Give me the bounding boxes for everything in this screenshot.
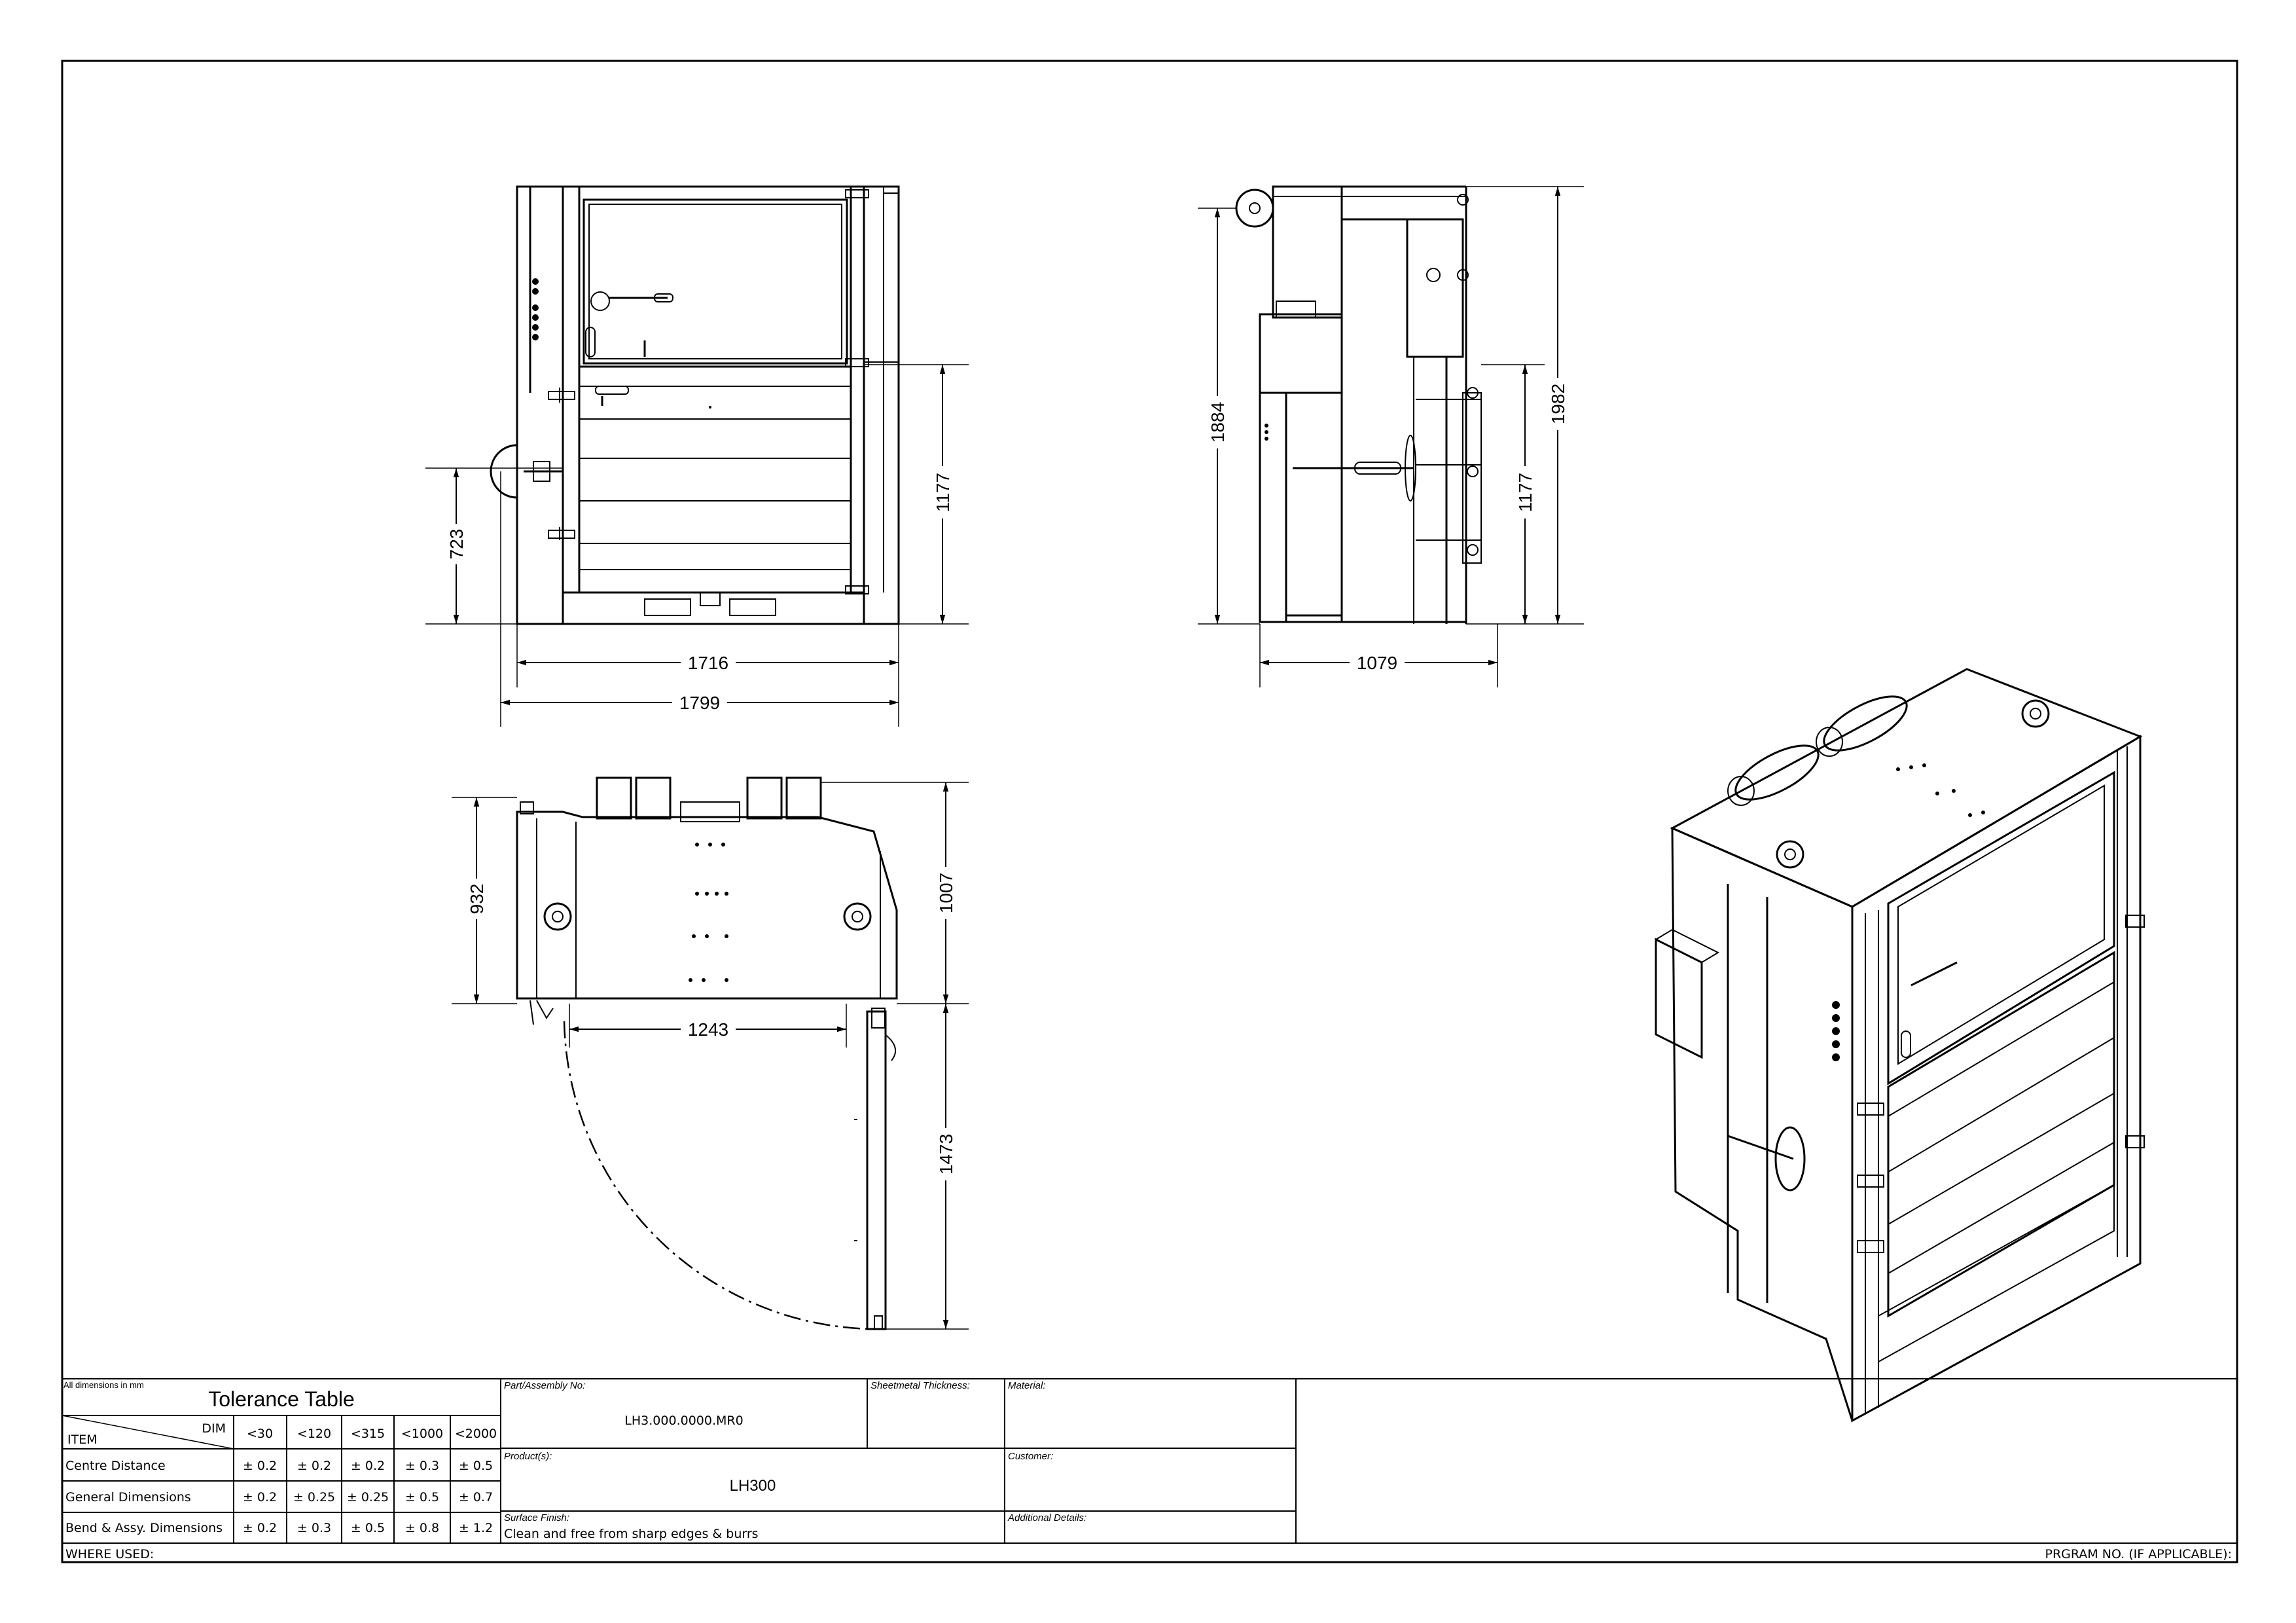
top-view	[516, 776, 898, 1330]
sheetmetal-label: Sheetmetal Thickness:	[870, 1380, 970, 1391]
tolerance-row-2-v0: ± 0.2	[243, 1521, 277, 1535]
product-value: LH300	[730, 1477, 776, 1495]
dim-1473: 1473	[936, 1134, 956, 1175]
tolerance-row-1-v1: ± 0.25	[293, 1490, 335, 1504]
dim-723: 723	[446, 529, 467, 560]
tolerance-row-2-v3: ± 0.8	[405, 1521, 439, 1535]
surface-value: Clean and free from sharp edges & burrs	[504, 1527, 759, 1541]
part-label: Part/Assembly No:	[504, 1380, 585, 1391]
tolerance-row-1-v3: ± 0.5	[405, 1490, 439, 1504]
door-swing-arc	[563, 1021, 881, 1330]
tolerance-dim-label: DIM	[202, 1421, 226, 1436]
dim-1079: 1079	[1357, 653, 1397, 673]
dim-1799: 1799	[679, 693, 720, 713]
material-label: Material:	[1008, 1380, 1046, 1391]
additional-label: Additional Details:	[1007, 1512, 1086, 1523]
tolerance-row-0-v1: ± 0.2	[297, 1459, 331, 1473]
tolerance-col-1: <120	[297, 1427, 331, 1441]
tolerance-note: All dimensions in mm	[63, 1380, 144, 1390]
title-block: All dimensions in mm Tolerance Table ITE…	[62, 1378, 2237, 1561]
front-view-dimensions: 723 1177 1716 1799	[425, 364, 969, 727]
tolerance-col-4: <2000	[455, 1427, 497, 1441]
dim-1177-front: 1177	[933, 473, 953, 512]
tolerance-title: Tolerance Table	[208, 1387, 355, 1411]
where-used: WHERE USED:	[65, 1547, 154, 1561]
tolerance-row-0-v2: ± 0.2	[351, 1459, 385, 1473]
tolerance-row-1-label: General Dimensions	[65, 1490, 191, 1504]
tolerance-row-0-label: Centre Distance	[65, 1459, 166, 1473]
dim-1243: 1243	[688, 1019, 728, 1040]
isometric-view	[1655, 668, 2145, 1423]
tolerance-row-2-v4: ± 1.2	[459, 1521, 493, 1535]
tolerance-row-0-v4: ± 0.5	[459, 1459, 493, 1473]
tolerance-row-0-v0: ± 0.2	[243, 1459, 277, 1473]
tolerance-col-0: <30	[247, 1427, 273, 1441]
tolerance-row-2-label: Bend & Assy. Dimensions	[65, 1521, 223, 1535]
tolerance-item-label: ITEM	[67, 1432, 98, 1447]
surface-label: Surface Finish:	[504, 1512, 569, 1523]
tolerance-col-3: <1000	[401, 1427, 443, 1441]
side-view-dimensions: 1884 1177 1982 1079	[1198, 186, 1584, 687]
product-label: Product(s):	[504, 1451, 552, 1462]
dim-932: 932	[467, 884, 487, 915]
part-number: LH3.000.0000.MR0	[624, 1413, 743, 1428]
program-no: PRGRAM NO. (IF APPLICABLE):	[2045, 1547, 2232, 1561]
tolerance-row-1-v4: ± 0.7	[459, 1490, 493, 1504]
tolerance-row-1-v2: ± 0.25	[347, 1490, 389, 1504]
front-view	[490, 185, 900, 625]
dim-1884: 1884	[1208, 402, 1228, 443]
customer-label: Customer:	[1008, 1451, 1053, 1462]
tolerance-row-2-v1: ± 0.3	[297, 1521, 331, 1535]
tolerance-col-2: <315	[351, 1427, 385, 1441]
dim-1177-side: 1177	[1515, 473, 1535, 512]
tolerance-row-1-v0: ± 0.2	[243, 1490, 277, 1504]
top-view-dimensions: 932 1007 1243 1473	[452, 782, 969, 1330]
dim-1716: 1716	[688, 653, 728, 673]
dim-1982: 1982	[1548, 384, 1568, 424]
dim-1007: 1007	[936, 873, 956, 913]
side-view	[1235, 185, 1482, 624]
tolerance-row-2-v2: ± 0.5	[351, 1521, 385, 1535]
sheet-border	[61, 60, 2238, 1563]
tolerance-row-0-v3: ± 0.3	[405, 1459, 439, 1473]
